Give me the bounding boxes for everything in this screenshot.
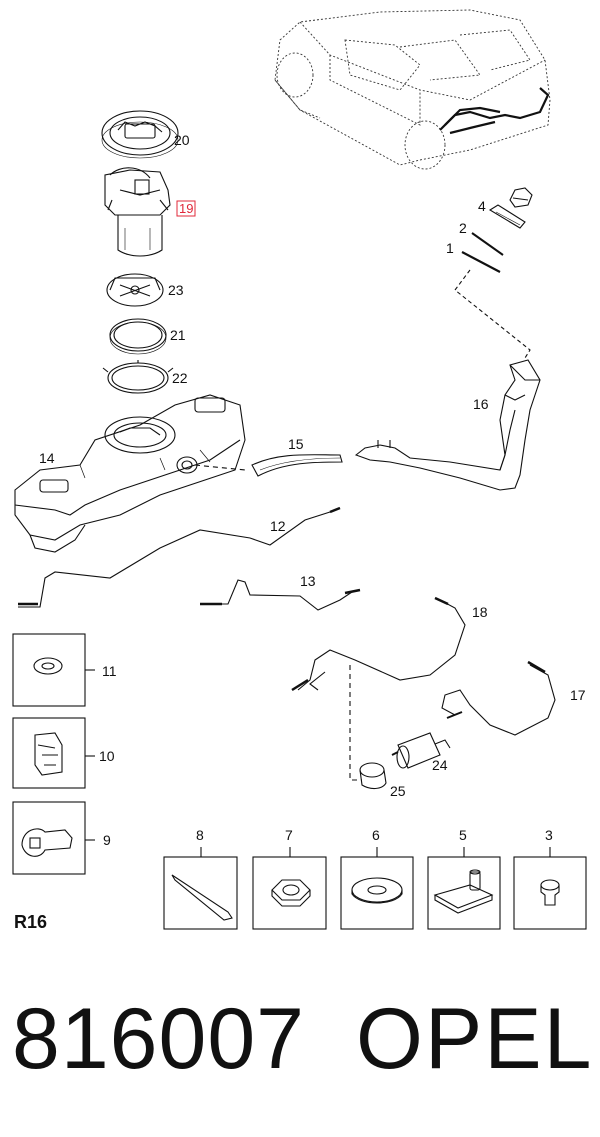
callout-9: 9 [103, 832, 111, 848]
clamp-25 [359, 762, 387, 790]
box-part-7 [252, 847, 327, 930]
wiring-harness [439, 87, 550, 135]
fuel-filter-24 [391, 711, 463, 769]
vehicle-outline [274, 9, 551, 170]
callout-13: 13 [300, 573, 316, 589]
callout-22: 22 [172, 370, 188, 386]
box-part-11 [12, 633, 95, 707]
filler-neck-16 [354, 359, 541, 491]
callout-1: 1 [446, 240, 454, 256]
callout-labels: 20 19 23 21 22 14 15 16 4 2 1 12 13 18 1… [14, 132, 586, 932]
part-1 [461, 251, 501, 273]
strainer-23 [106, 273, 164, 307]
box-part-3 [513, 847, 587, 930]
hose-15 [251, 454, 343, 477]
callout-3: 3 [545, 827, 553, 843]
reference-code: R16 [14, 912, 47, 932]
box-part-5 [427, 847, 501, 930]
callout-19-highlighted: 19 [179, 201, 193, 216]
fuel-pipe-18 [291, 596, 466, 692]
part-number: 816007 [12, 991, 305, 1087]
callout-14: 14 [39, 450, 55, 466]
callout-6: 6 [372, 827, 380, 843]
gasket-22 [102, 360, 174, 394]
box-part-9 [12, 801, 95, 875]
fuel-pump-module-19 [104, 167, 171, 257]
callout-18: 18 [472, 604, 488, 620]
connector-line [194, 464, 246, 471]
callout-17: 17 [570, 687, 586, 703]
callout-23: 23 [168, 282, 184, 298]
connector-line [454, 269, 531, 359]
connector-line [349, 665, 362, 781]
callout-10: 10 [99, 748, 115, 764]
callout-4: 4 [478, 198, 486, 214]
cap-part [509, 187, 533, 208]
box-part-6 [340, 847, 414, 930]
callout-11: 11 [102, 663, 117, 679]
fuel-tank-14 [14, 394, 246, 553]
callout-16: 16 [473, 396, 489, 412]
callout-8: 8 [196, 827, 204, 843]
callout-20: 20 [174, 132, 190, 148]
lock-ring-20 [101, 110, 179, 159]
callout-15: 15 [288, 436, 304, 452]
callout-25: 25 [390, 783, 406, 799]
fuel-pipe-12 [18, 506, 341, 608]
callout-7: 7 [285, 827, 293, 843]
callout-2: 2 [459, 220, 467, 236]
callout-12: 12 [270, 518, 286, 534]
callout-24: 24 [432, 757, 448, 773]
fuel-pipe-13 [200, 579, 361, 611]
part-2 [471, 232, 504, 256]
callout-21: 21 [170, 327, 186, 343]
box-part-8 [163, 847, 238, 930]
brand-name: OPEL [356, 991, 594, 1087]
fuel-pipe-17 [441, 660, 556, 736]
box-part-10 [12, 717, 95, 789]
callout-5: 5 [459, 827, 467, 843]
part-4 [488, 204, 526, 229]
seal-21 [109, 318, 167, 355]
